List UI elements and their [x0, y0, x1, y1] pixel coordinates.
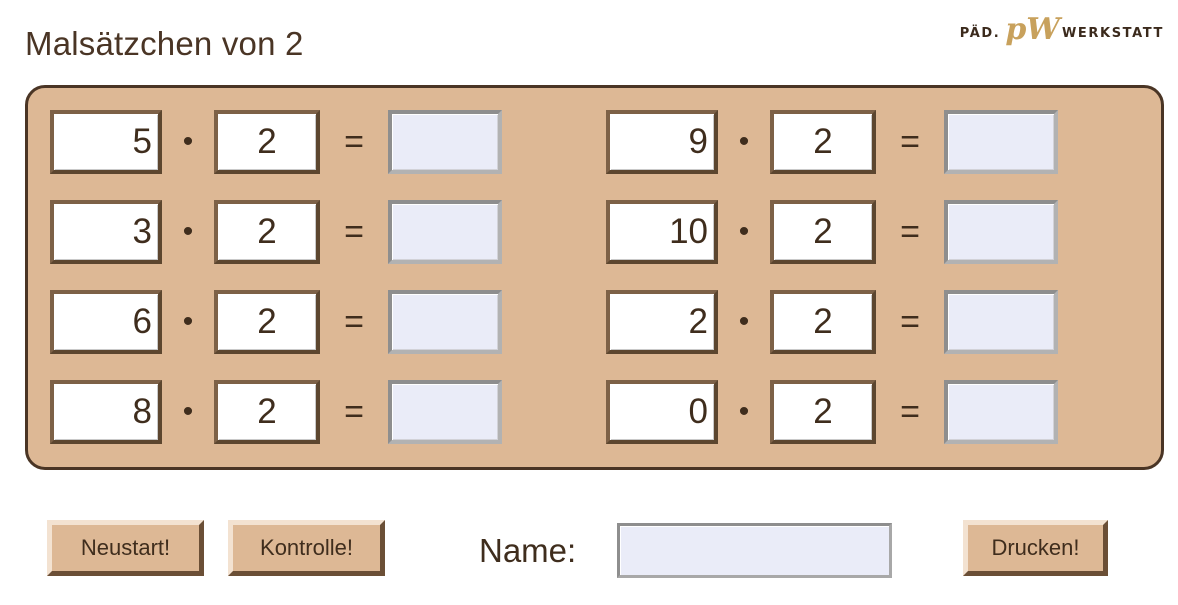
- multiply-operator-icon: •: [738, 215, 750, 248]
- factor-b-input[interactable]: 2: [770, 380, 876, 444]
- multiply-operator-icon: •: [182, 125, 194, 158]
- name-input[interactable]: [617, 523, 892, 578]
- factor-b-input[interactable]: 2: [770, 110, 876, 174]
- name-label: Name:: [479, 532, 577, 569]
- factor-a-input[interactable]: 0: [606, 380, 718, 444]
- print-button[interactable]: Drucken!: [963, 520, 1108, 576]
- factor-b-input[interactable]: 2: [214, 290, 320, 354]
- restart-button[interactable]: Neustart!: [47, 520, 204, 576]
- multiply-operator-icon: •: [182, 305, 194, 338]
- factor-a-input[interactable]: 8: [50, 380, 162, 444]
- multiply-operator-icon: •: [182, 215, 194, 248]
- brand-pw-mark-icon: pW: [1005, 12, 1060, 47]
- answer-input[interactable]: [388, 380, 502, 444]
- task-row: 0 • 2 =: [606, 380, 1058, 444]
- equals-operator-icon: =: [900, 392, 920, 431]
- multiply-operator-icon: •: [738, 395, 750, 428]
- equals-operator-icon: =: [344, 122, 364, 161]
- equals-operator-icon: =: [900, 302, 920, 341]
- factor-b-input[interactable]: 2: [214, 380, 320, 444]
- answer-input[interactable]: [388, 290, 502, 354]
- factor-a-input[interactable]: 3: [50, 200, 162, 264]
- factor-a-input[interactable]: 6: [50, 290, 162, 354]
- factor-a-input[interactable]: 10: [606, 200, 718, 264]
- task-row: 5 • 2 =: [50, 110, 502, 174]
- exercise-panel: 5 • 2 = 3 • 2 = 6 • 2 = 8 • 2 =: [25, 85, 1164, 470]
- check-button[interactable]: Kontrolle!: [228, 520, 385, 576]
- brand-prefix-text: PÄD.: [959, 26, 1001, 41]
- equals-operator-icon: =: [900, 212, 920, 251]
- task-row: 2 • 2 =: [606, 290, 1058, 354]
- page-title: Malsätzchen von 2: [25, 25, 304, 62]
- task-row: 6 • 2 =: [50, 290, 502, 354]
- answer-input[interactable]: [944, 110, 1058, 174]
- factor-b-input[interactable]: 2: [214, 200, 320, 264]
- brand-logo: PÄD. pW WERKSTATT: [959, 12, 1164, 47]
- equals-operator-icon: =: [344, 212, 364, 251]
- brand-suffix-text: WERKSTATT: [1061, 26, 1164, 41]
- answer-input[interactable]: [944, 380, 1058, 444]
- multiply-operator-icon: •: [738, 125, 750, 158]
- task-row: 8 • 2 =: [50, 380, 502, 444]
- factor-b-input[interactable]: 2: [770, 200, 876, 264]
- task-row: 3 • 2 =: [50, 200, 502, 264]
- task-row: 9 • 2 =: [606, 110, 1058, 174]
- answer-input[interactable]: [388, 110, 502, 174]
- task-row: 10 • 2 =: [606, 200, 1058, 264]
- equals-operator-icon: =: [344, 392, 364, 431]
- bottom-toolbar: Neustart! Kontrolle! Name: Drucken!: [0, 505, 1178, 605]
- answer-input[interactable]: [944, 200, 1058, 264]
- factor-a-input[interactable]: 9: [606, 110, 718, 174]
- task-grid: 5 • 2 = 3 • 2 = 6 • 2 = 8 • 2 =: [28, 88, 1161, 467]
- multiply-operator-icon: •: [738, 305, 750, 338]
- multiply-operator-icon: •: [182, 395, 194, 428]
- factor-a-input[interactable]: 2: [606, 290, 718, 354]
- equals-operator-icon: =: [344, 302, 364, 341]
- answer-input[interactable]: [388, 200, 502, 264]
- factor-a-input[interactable]: 5: [50, 110, 162, 174]
- answer-input[interactable]: [944, 290, 1058, 354]
- equals-operator-icon: =: [900, 122, 920, 161]
- factor-b-input[interactable]: 2: [770, 290, 876, 354]
- factor-b-input[interactable]: 2: [214, 110, 320, 174]
